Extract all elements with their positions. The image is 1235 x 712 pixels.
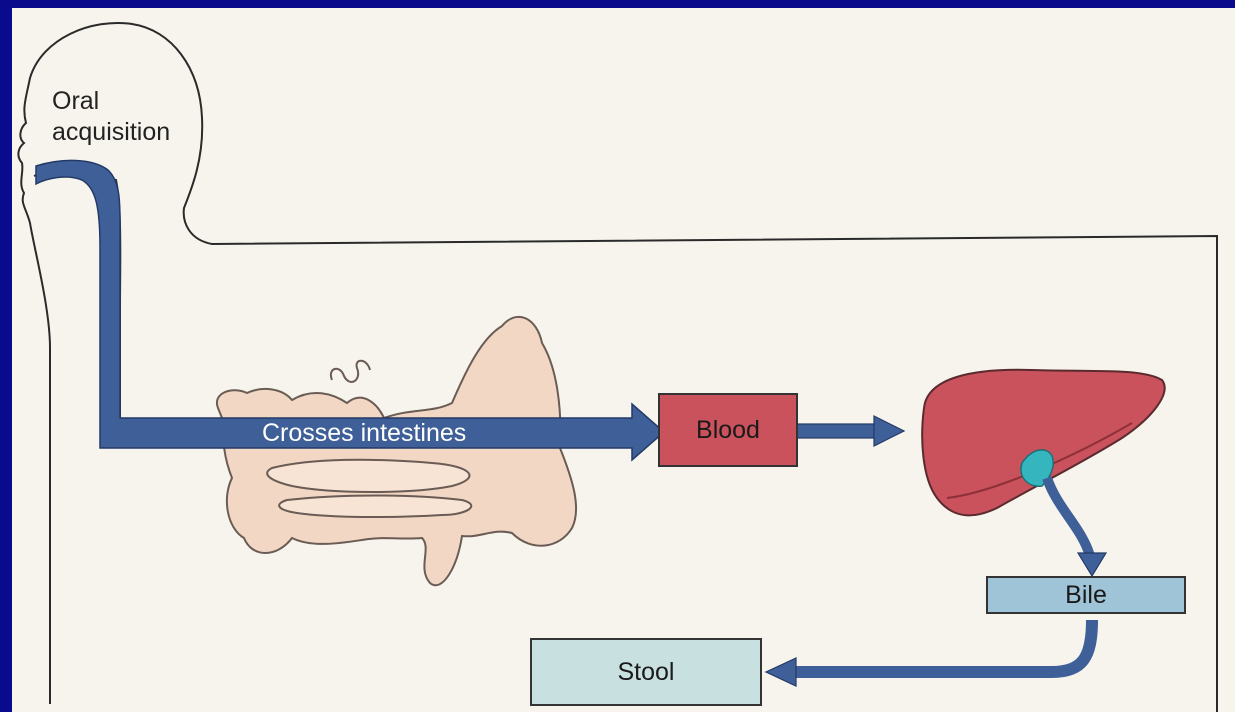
crosses-intestines-label: Crosses intestines [262,419,466,448]
blood-box: Blood [658,393,798,467]
intestine-icon [217,317,576,585]
liver-icon [922,370,1164,516]
liver-to-bile-arrow [1047,478,1090,556]
oral-acquisition-line2: acquisition [52,117,170,148]
bile-to-stool-arrow [792,620,1092,672]
oral-acquisition-label: Oral acquisition [52,86,170,148]
diagram-figure: Oral acquisition Crosses intestines Bloo… [12,8,1235,712]
stool-box: Stool [530,638,762,706]
bile-box: Bile [986,576,1186,614]
oral-acquisition-line1: Oral [52,86,170,117]
blood-to-liver-arrow [797,416,904,446]
